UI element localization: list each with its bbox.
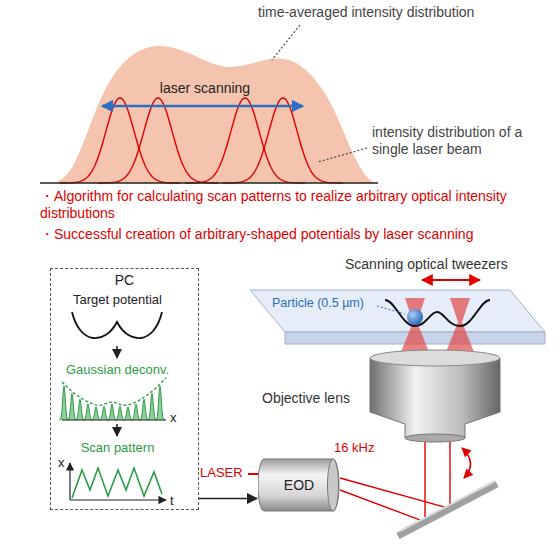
focused-beam	[401, 298, 429, 352]
gaussian-beam-profile	[185, 98, 305, 183]
eod-cylinder: EOD	[258, 458, 340, 512]
step-label: Scan pattern	[52, 440, 183, 456]
deconvolved-gaussian	[155, 386, 165, 420]
mirror-face	[400, 481, 495, 531]
deconvolved-gaussian	[75, 399, 85, 420]
frequency-label: 16 kHz	[334, 440, 374, 456]
gaussian-beam-profile	[60, 98, 180, 183]
cylinder-end	[328, 459, 339, 511]
laser-beam	[340, 490, 425, 522]
laser-beam	[340, 478, 450, 509]
intensity-plot	[55, 46, 375, 183]
bullet-note: ・Successful creation of arbitrary-shaped…	[40, 226, 550, 243]
deconvolved-gaussian	[83, 404, 93, 420]
flow-arrow	[199, 498, 257, 500]
axis-label: t	[170, 493, 174, 509]
deconvolution-envelope	[62, 378, 166, 406]
gaussian-beam-profile	[223, 98, 343, 183]
deconvolved-gaussian	[131, 404, 141, 420]
scan-pattern-curve	[72, 468, 162, 498]
annotation-label: intensity distribution of a single laser…	[372, 124, 544, 158]
scan-arrow	[422, 279, 480, 281]
device-label: EOD	[284, 477, 314, 494]
laser-beam	[424, 438, 425, 522]
axis-label: x	[170, 410, 177, 426]
lens-label: Objective lens	[262, 390, 350, 407]
leader-line	[377, 306, 405, 314]
scan-arrow-label: laser scanning	[130, 80, 280, 97]
step-arrow	[116, 346, 118, 358]
leader-line	[272, 25, 300, 60]
plot-axis	[70, 499, 166, 500]
particle	[407, 309, 423, 325]
bullet-note: ・Algorithm for calculating scan patterns…	[40, 188, 518, 222]
axis-label: x	[58, 455, 65, 471]
laser-beam	[449, 438, 450, 509]
deconvolved-gaussian	[147, 393, 157, 420]
plot-axis	[62, 419, 166, 420]
deconvolved-gaussian	[139, 399, 149, 420]
objective-lens	[370, 358, 500, 438]
gaussian-beam-profile	[98, 98, 218, 183]
deconvolved-gaussian	[59, 386, 69, 420]
objective-lens-top	[370, 350, 500, 366]
cylinder-body	[258, 459, 339, 511]
leader-line	[318, 148, 367, 162]
deconvolved-gaussian	[67, 393, 77, 420]
deconvolution-plot	[59, 378, 166, 420]
plot-axis	[69, 463, 70, 500]
particle-label: Particle (0.5 µm)	[272, 296, 364, 311]
annotation-label: time-averaged intensity distribution	[258, 4, 474, 21]
glass-slide	[250, 290, 545, 332]
step-label: Target potential	[52, 292, 183, 308]
deconvolved-gaussian	[123, 407, 133, 420]
mirror	[398, 484, 497, 536]
target-potential-curve	[72, 312, 162, 338]
box-heading: PC	[51, 272, 198, 289]
deconvolved-gaussian	[107, 404, 117, 420]
deconvolved-gaussian	[91, 407, 101, 420]
deconvolved-gaussian	[115, 406, 125, 420]
scan-arrow	[102, 105, 303, 108]
deconvolved-gaussian	[99, 406, 109, 420]
step-label: Gaussian deconv.	[52, 362, 183, 378]
setup-title: Scanning optical tweezers	[345, 256, 508, 273]
time-averaged-area	[55, 46, 375, 183]
plot-baseline	[40, 182, 378, 184]
laser-label: LASER	[200, 465, 243, 481]
deflection-arrow	[462, 448, 471, 478]
objective-lens-bottom	[405, 434, 465, 442]
step-arrow	[116, 424, 118, 436]
